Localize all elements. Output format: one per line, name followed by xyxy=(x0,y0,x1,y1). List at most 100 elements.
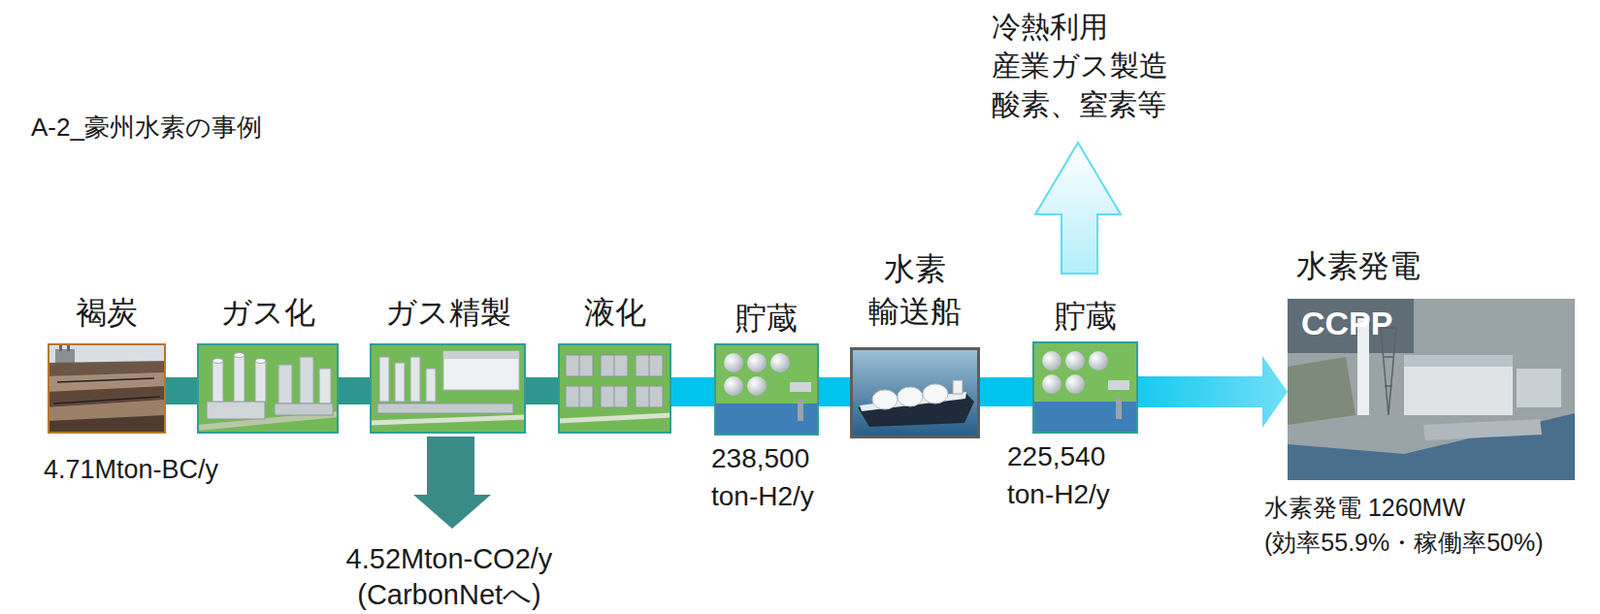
refinery-picture xyxy=(369,343,526,434)
gasification-picture xyxy=(196,343,339,434)
storage-picture xyxy=(1115,397,1122,420)
pipe-band xyxy=(165,377,197,405)
gasification-picture xyxy=(299,357,314,404)
power-plant-photo xyxy=(1287,357,1356,425)
gasification-picture xyxy=(274,403,333,416)
storage-picture xyxy=(770,353,790,373)
gasification-picture xyxy=(233,353,245,359)
co2-arrow xyxy=(413,436,491,529)
storage-picture xyxy=(1032,341,1139,402)
storage-picture xyxy=(1032,401,1139,434)
storage-picture xyxy=(747,353,767,373)
power-plant-photo xyxy=(1287,298,1575,481)
storage-picture xyxy=(1088,351,1109,371)
storage-picture xyxy=(1032,341,1139,434)
refinery-picture xyxy=(425,368,436,402)
byproduct-note: 冷熱利用 産業ガス製造 酸素、窒素等 xyxy=(991,7,1178,125)
storage-picture xyxy=(1042,351,1062,371)
pipe-band xyxy=(338,377,370,405)
power-plant-photo xyxy=(1404,355,1513,367)
co2-arrow xyxy=(413,436,491,529)
lignite-box: 褐炭4.71Mton-BC/y xyxy=(47,343,166,434)
stage-heading: 水素 輸送船 xyxy=(863,247,967,333)
liquefaction-picture xyxy=(557,415,672,422)
gasification-picture xyxy=(255,360,266,402)
ship-box: 水素 輸送船 xyxy=(849,347,980,439)
supply-arrow xyxy=(1138,356,1288,428)
gasification-picture xyxy=(212,359,224,364)
power-plant-box: 水素発電CCPP水素発電 1260MW (効率55.9%・稼働率50%) xyxy=(1287,298,1575,481)
storage-box: 貯蔵238,500 ton-H2/y xyxy=(714,343,819,436)
output-arrow xyxy=(1035,142,1121,274)
stage-heading: 液化 xyxy=(584,293,647,332)
process-box: ガス精製 xyxy=(369,343,526,434)
flow-value: 4.71Mton-BC/y xyxy=(43,454,219,488)
storage-picture xyxy=(1042,374,1062,394)
storage-picture xyxy=(789,382,812,392)
storage-picture xyxy=(1065,374,1085,394)
liquefaction-picture xyxy=(557,343,672,434)
pipe-band xyxy=(525,377,558,405)
gasification-picture xyxy=(278,364,293,404)
lignite-mine-picture xyxy=(55,349,75,363)
connector-group xyxy=(165,356,1288,428)
plant-caption: 水素発電 1260MW (効率55.9%・稼働率50%) xyxy=(1264,489,1580,560)
diagram-title: A-2_豪州水素の事例 xyxy=(31,111,262,144)
process-box: ガス化 xyxy=(196,343,339,434)
refinery-picture xyxy=(379,357,390,402)
ship-picture xyxy=(872,390,898,410)
lignite-mine-picture xyxy=(53,378,161,404)
power-plant-photo xyxy=(1287,298,1575,481)
process-box: 液化 xyxy=(557,343,672,434)
storage-picture xyxy=(723,376,744,396)
lignite-mine-picture xyxy=(47,415,166,434)
lignite-mine-picture xyxy=(47,343,166,434)
power-plant-photo xyxy=(1423,419,1542,441)
storage-picture xyxy=(723,353,744,373)
lignite-mine-picture xyxy=(47,343,166,434)
ship-picture xyxy=(922,384,948,404)
gasification-picture xyxy=(196,343,339,434)
refinery-picture xyxy=(410,357,421,402)
power-plant-photo xyxy=(1404,355,1513,416)
liquefaction-picture xyxy=(579,355,650,408)
refinery-picture xyxy=(369,417,526,424)
refinery-picture xyxy=(369,343,526,434)
storage-picture xyxy=(1065,351,1085,371)
refinery-picture xyxy=(394,362,405,402)
gasification-picture xyxy=(233,355,245,402)
storage-picture xyxy=(797,399,804,422)
storage-box: 貯蔵225,540 ton-H2/y xyxy=(1032,341,1139,434)
stage-heading: 貯蔵 xyxy=(735,298,798,338)
storage-picture xyxy=(714,343,819,436)
gasification-picture xyxy=(206,401,265,420)
gasification-picture xyxy=(319,368,331,404)
stage-heading: ガス化 xyxy=(220,293,316,332)
output-arrow xyxy=(1035,142,1121,274)
liquefaction-picture xyxy=(557,343,672,434)
refinery-picture xyxy=(443,351,520,360)
power-plant-photo xyxy=(1516,368,1562,408)
overlay-label: CCPP xyxy=(1301,302,1393,345)
ship-picture xyxy=(849,347,980,439)
storage-picture xyxy=(1108,380,1130,391)
hydrogen-band xyxy=(671,377,715,407)
ship-picture xyxy=(952,380,963,394)
stage-heading: 水素発電 xyxy=(1296,246,1421,286)
ship-picture xyxy=(897,387,923,407)
co2-note: 4.52Mton-CO2/y (CarbonNetへ) xyxy=(339,541,559,614)
stage-heading: 貯蔵 xyxy=(1054,296,1117,336)
storage-picture xyxy=(747,376,767,396)
storage-picture xyxy=(714,343,819,404)
gasification-picture xyxy=(255,359,266,364)
lignite-mine-picture xyxy=(47,343,166,363)
stage-heading: 褐炭 xyxy=(75,293,138,332)
power-plant-photo xyxy=(1287,413,1575,481)
flow-value: 238,500 ton-H2/y xyxy=(711,439,842,516)
hydrogen-band xyxy=(979,377,1033,407)
stage-heading: ガス精製 xyxy=(385,293,512,332)
refinery-picture xyxy=(377,403,514,414)
lignite-mine-picture xyxy=(66,345,70,352)
hydrogen-band xyxy=(818,377,850,407)
